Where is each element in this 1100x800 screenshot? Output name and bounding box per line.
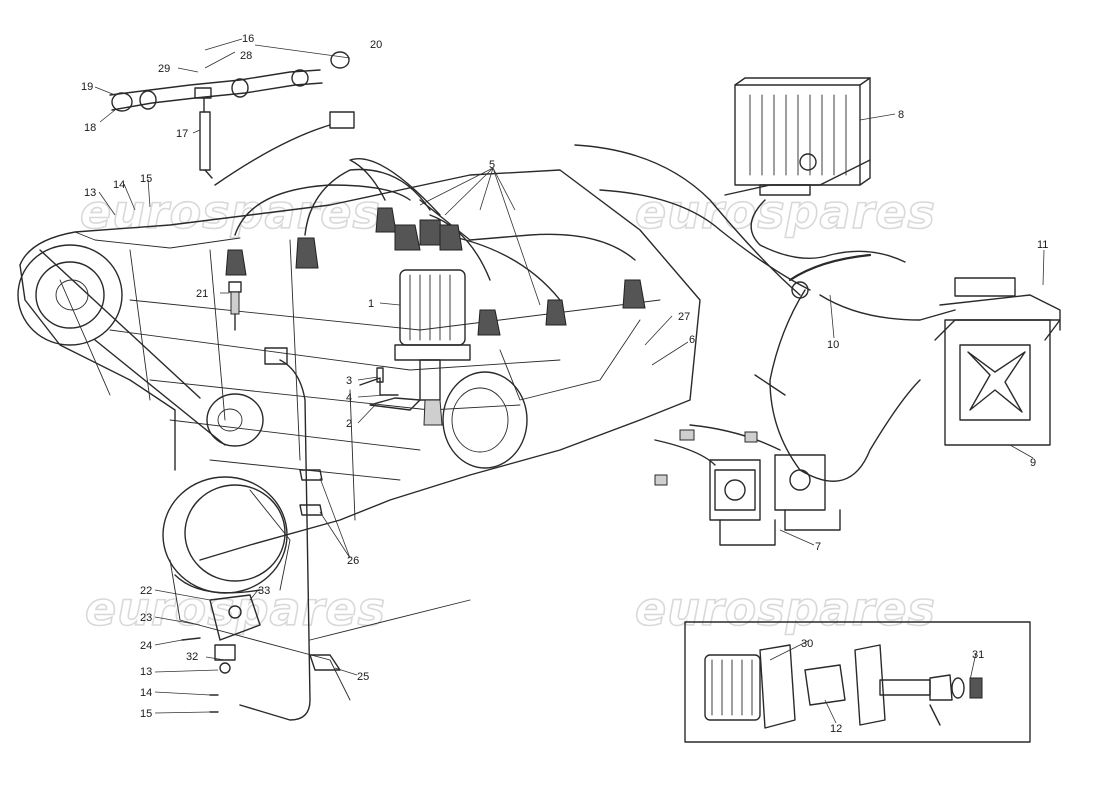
callout-5: 5 [489, 159, 495, 171]
callout-31: 31 [972, 649, 984, 661]
callout-13: 13 [140, 666, 152, 678]
callout-33: 33 [258, 585, 270, 597]
callout-2: 2 [346, 418, 352, 430]
callout-14: 14 [113, 179, 125, 191]
callout-12: 12 [830, 723, 842, 735]
callout-labels: 1 2 3 4 5 6 7 8 9 10 11 12 13 13 14 14 1… [81, 33, 1048, 735]
callout-26: 26 [347, 555, 359, 567]
callout-29: 29 [158, 63, 170, 75]
distributor [394, 219, 471, 426]
callout-30: 30 [801, 638, 813, 650]
callout-18: 18 [84, 122, 96, 134]
callout-14: 14 [140, 687, 152, 699]
callout-15: 15 [140, 173, 152, 185]
callout-23: 23 [140, 612, 152, 624]
control-unit [934, 277, 1061, 446]
callout-3: 3 [346, 375, 352, 387]
sensor-bracket [181, 594, 261, 713]
callout-10: 10 [827, 339, 839, 351]
callout-7: 7 [815, 541, 821, 553]
distributor-clamp [359, 367, 421, 411]
callout-19: 19 [81, 81, 93, 93]
sensor-harness [574, 144, 956, 482]
breather-hose-assembly [109, 51, 350, 179]
ignition-leads [214, 111, 646, 336]
watermark-text: eurospares [80, 185, 381, 239]
callout-16: 16 [242, 33, 254, 45]
callout-22: 22 [140, 585, 152, 597]
callout-11: 11 [1037, 239, 1048, 251]
leader-lines [94, 38, 1045, 724]
watermark-text: eurospares [85, 582, 386, 636]
callout-4: 4 [346, 392, 352, 404]
callout-15: 15 [140, 708, 152, 720]
callout-20: 20 [370, 39, 382, 51]
callout-6: 6 [689, 334, 695, 346]
callout-21: 21 [196, 288, 208, 300]
callout-25: 25 [357, 671, 369, 683]
watermark-text: eurospares [635, 185, 936, 239]
pickup-sensors [654, 424, 841, 546]
callout-17: 17 [176, 128, 188, 140]
amplifier-unit [724, 77, 871, 196]
distributor-detail-inset [684, 621, 1031, 743]
callout-9: 9 [1030, 457, 1036, 469]
callout-1: 1 [368, 298, 374, 310]
watermark-text: eurospares [635, 582, 936, 636]
callout-13: 13 [84, 187, 96, 199]
callout-27: 27 [678, 311, 690, 323]
callout-8: 8 [898, 109, 904, 121]
callout-32: 32 [186, 651, 198, 663]
callout-24: 24 [140, 640, 152, 652]
callout-28: 28 [240, 50, 252, 62]
